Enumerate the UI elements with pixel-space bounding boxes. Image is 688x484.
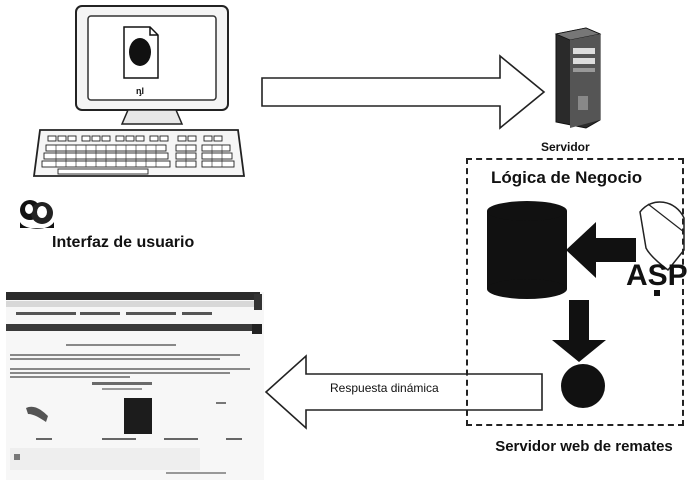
webpage-screenshot-drawing <box>6 292 264 480</box>
response-label: Respuesta dinámica <box>330 381 439 395</box>
database-icon <box>487 201 567 299</box>
users-icon <box>20 200 54 229</box>
response-arrow <box>264 354 543 430</box>
database-to-server-arrow <box>552 300 606 362</box>
server-label: Servidor <box>541 140 590 154</box>
asp-logo-icon: ASP <box>626 201 688 296</box>
asp-logo-text: ASP <box>626 259 688 292</box>
business-logic-title: Lógica de Negocio <box>491 168 643 187</box>
logic-to-database-arrow <box>566 222 636 278</box>
desktop-computer-icon: ᶇl <box>32 5 246 177</box>
web-server-node <box>561 364 605 408</box>
business-logic-boundary <box>466 158 684 426</box>
request-arrow <box>261 54 546 130</box>
user-interface-label: Interfaz de usuario <box>52 234 195 251</box>
web-server-label: Servidor web de remates <box>495 438 673 455</box>
webpage-screenshot <box>6 292 264 480</box>
svg-text:ᶇl: ᶇl <box>136 86 144 96</box>
tower-server-icon <box>554 27 602 129</box>
